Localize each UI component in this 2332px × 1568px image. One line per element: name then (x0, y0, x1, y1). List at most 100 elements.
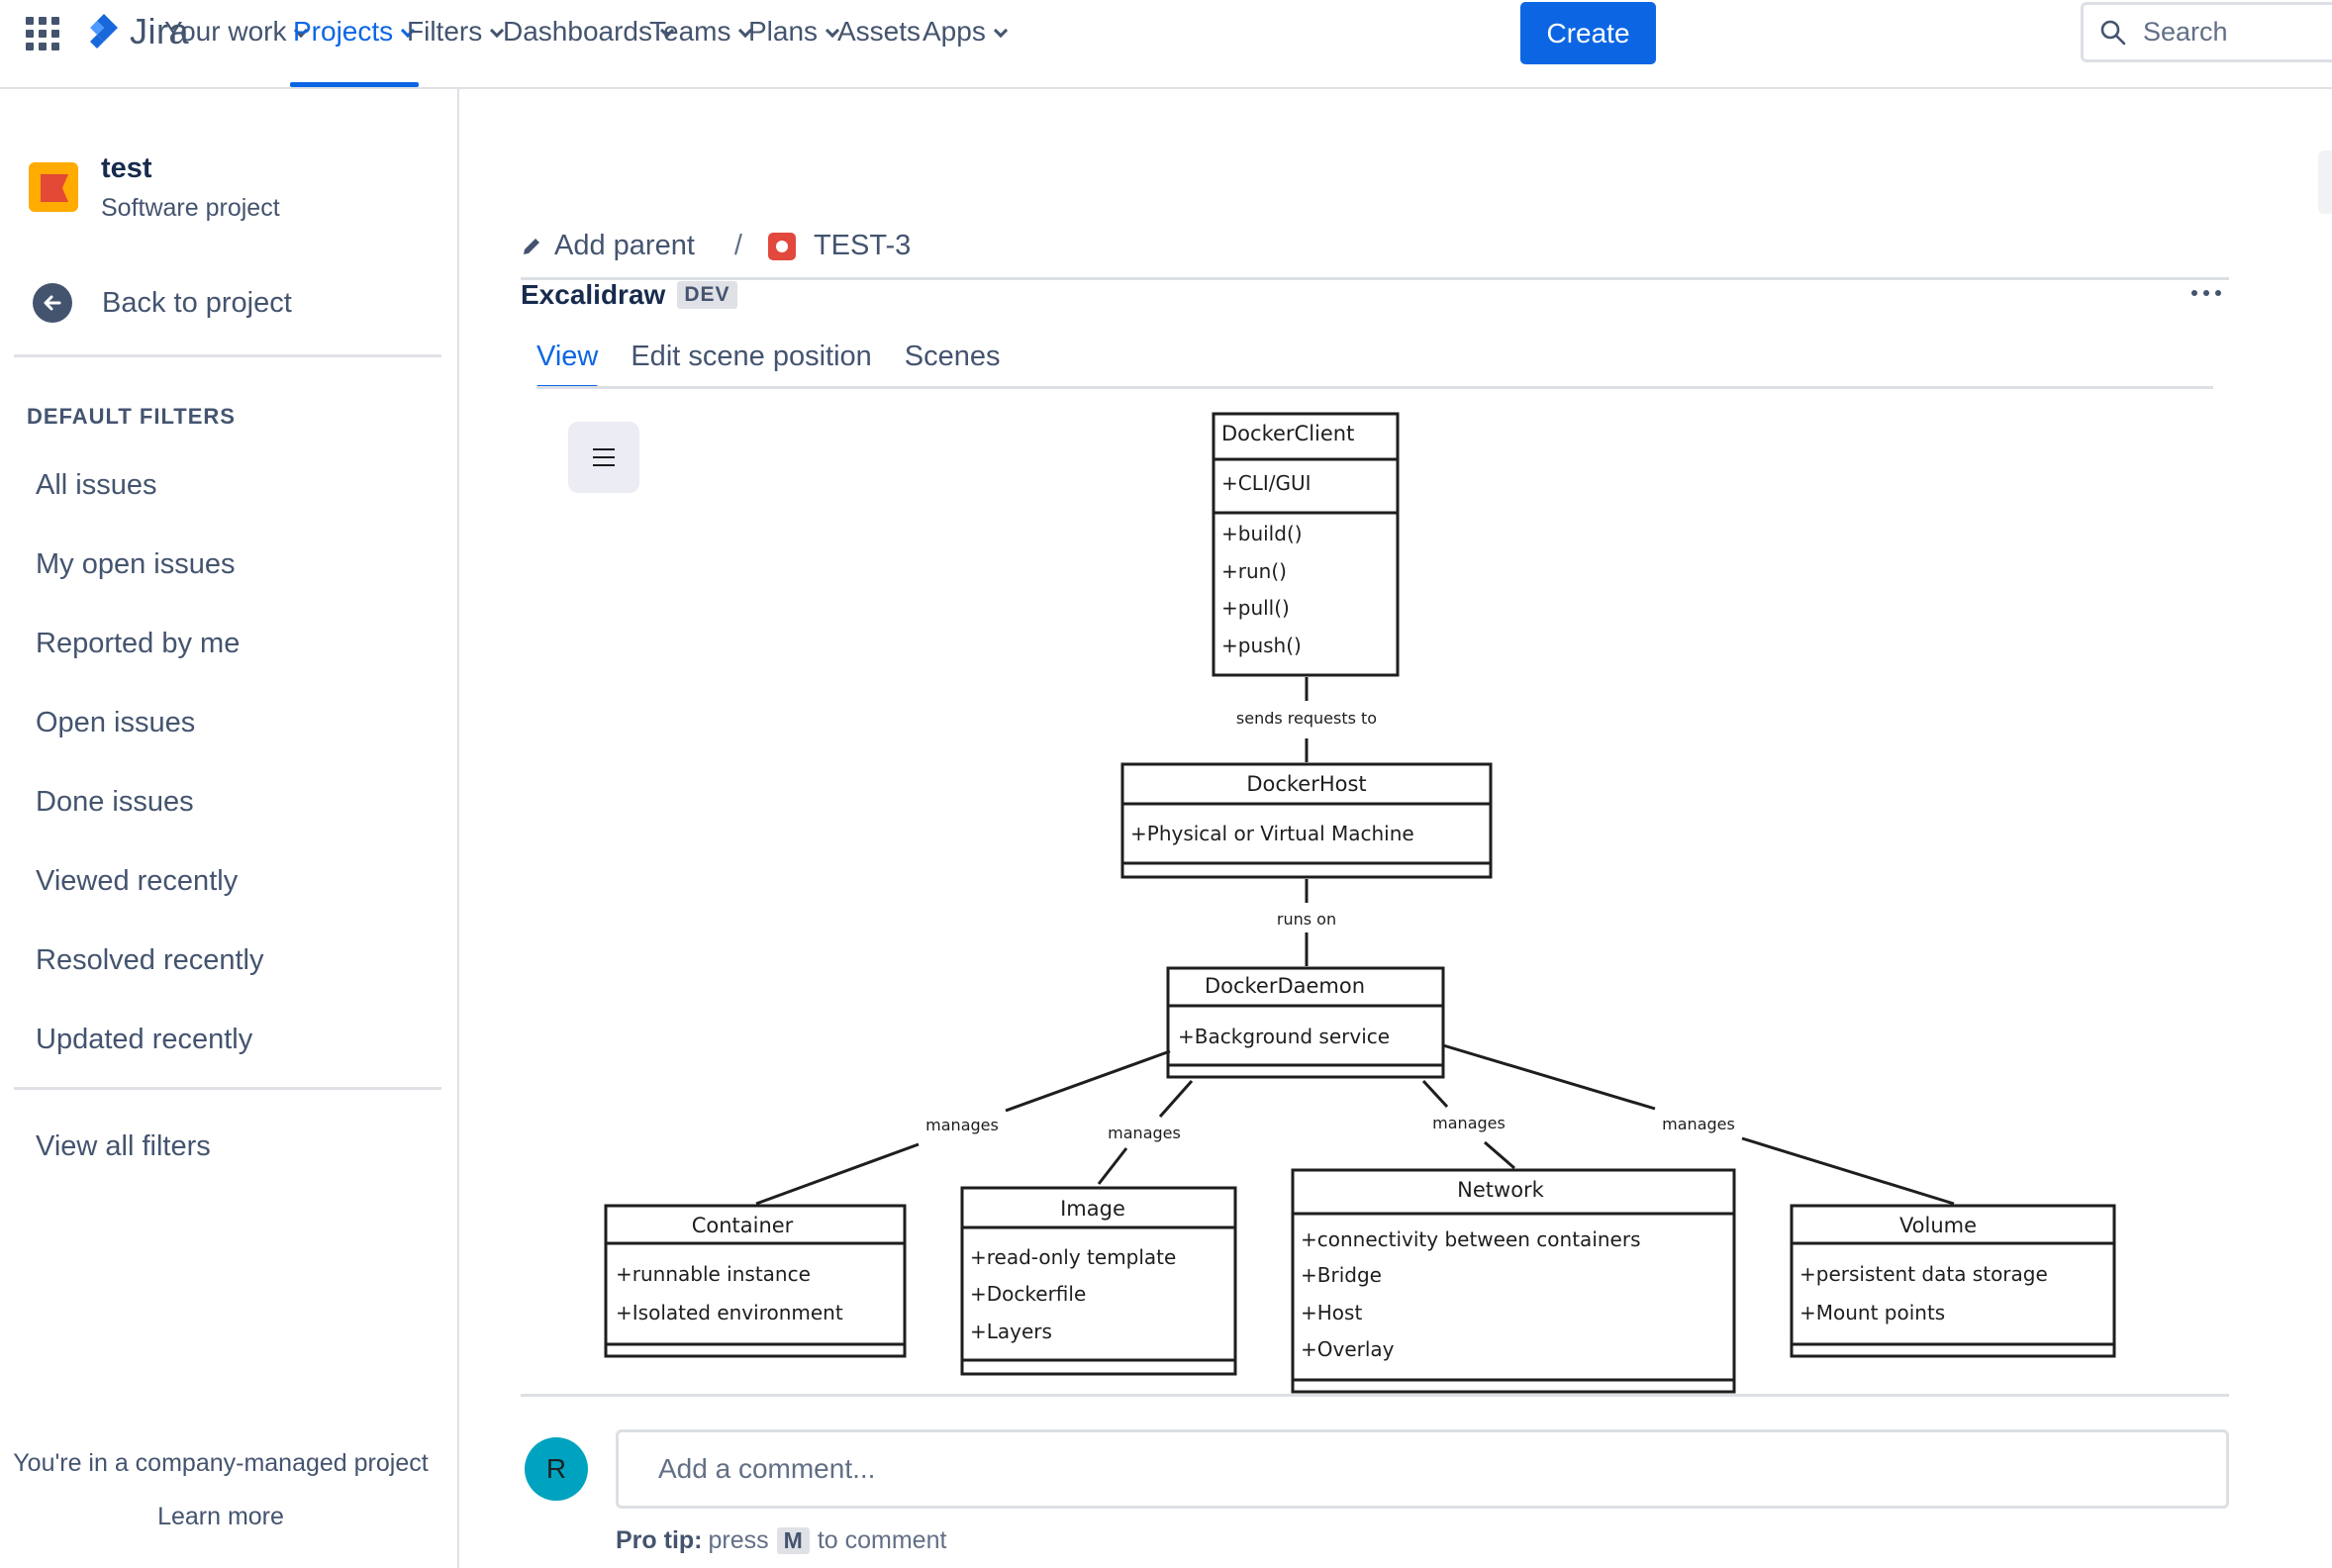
jira-logo[interactable]: Jira (84, 11, 190, 51)
image-box (960, 1186, 1237, 1376)
volume-attr: +persistent data storage (1799, 1262, 2048, 1286)
pencil-icon (524, 238, 539, 254)
breadcrumb: Add parent / TEST-3 (521, 230, 911, 262)
panel-title-text: Excalidraw (521, 279, 666, 310)
container-title: Container (692, 1214, 794, 1237)
filter-all-issues[interactable]: All issues (36, 469, 157, 501)
tab-edit-scene-position[interactable]: Edit scene position (631, 341, 872, 372)
panel-tabs: View Edit scene position Scenes (536, 341, 1033, 389)
back-to-project-label: Back to project (102, 286, 292, 319)
panel-divider (521, 277, 2229, 280)
network-attr: +Bridge (1301, 1263, 1382, 1287)
docker-client-method: +run() (1221, 559, 1287, 583)
sidebar-divider (14, 1087, 441, 1090)
filter-open-issues[interactable]: Open issues (36, 707, 196, 738)
docker-client-method: +build() (1221, 522, 1303, 545)
network-attr: +connectivity between containers (1301, 1227, 1641, 1251)
canvas-menu-button[interactable] (568, 422, 639, 493)
nav-label: Apps (923, 16, 986, 47)
panel-title: Excalidraw DEV (521, 279, 737, 311)
nav-label: Projects (293, 16, 394, 47)
volume-attr: +Mount points (1799, 1301, 1945, 1324)
create-button[interactable]: Create (1520, 2, 1656, 64)
network-title: Network (1457, 1178, 1545, 1202)
brand-name: Jira (130, 11, 190, 51)
volume-title: Volume (1899, 1214, 1977, 1237)
project-type: Software project (101, 194, 280, 222)
docker-host-attr: +Physical or Virtual Machine (1130, 822, 1414, 845)
back-to-project-link[interactable]: Back to project (33, 283, 292, 323)
pro-tip: Pro tip: press M to comment (616, 1526, 946, 1555)
filter-done-issues[interactable]: Done issues (36, 786, 194, 818)
filter-resolved-recently[interactable]: Resolved recently (36, 944, 264, 976)
filter-viewed-recently[interactable]: Viewed recently (36, 865, 239, 897)
learn-more-link[interactable]: Learn more (157, 1503, 284, 1530)
nav-your-work[interactable]: Your work (164, 0, 309, 87)
relation-label: manages (925, 1116, 999, 1134)
filter-reported-by-me[interactable]: Reported by me (36, 628, 241, 659)
docker-host-box (1120, 762, 1493, 879)
relation-label: manages (1662, 1115, 1735, 1133)
docker-client-attr: +CLI/GUI (1221, 471, 1312, 495)
docker-daemon-attr: +Background service (1178, 1025, 1390, 1048)
relation-label: sends requests to (1236, 709, 1377, 728)
nav-label: Filters (407, 16, 483, 47)
docker-client-title: DockerClient (1221, 422, 1354, 445)
search-placeholder: Search (2143, 17, 2228, 47)
nav-teams[interactable]: Teams (649, 0, 753, 87)
docker-daemon-title: DockerDaemon (1205, 974, 1365, 998)
nav-projects[interactable]: Projects (290, 0, 420, 87)
relation-label: manages (1108, 1124, 1181, 1142)
docker-daemon-box (1166, 966, 1445, 1079)
tabs-divider (536, 386, 2213, 389)
image-title: Image (1060, 1197, 1125, 1221)
chevron-down-icon (993, 23, 1008, 39)
nav-plans[interactable]: Plans (748, 0, 840, 87)
filter-my-open-issues[interactable]: My open issues (36, 548, 236, 580)
project-name[interactable]: test (101, 152, 152, 184)
filter-updated-recently[interactable]: Updated recently (36, 1024, 253, 1055)
add-parent-link[interactable]: Add parent (554, 230, 695, 261)
project-avatar[interactable] (29, 162, 78, 212)
flag-icon (41, 174, 68, 202)
container-attr: +runnable instance (616, 1262, 811, 1286)
sidebar: test Software project Back to project DE… (0, 89, 459, 1568)
avatar[interactable]: R (525, 1437, 588, 1501)
arrow-left-icon (33, 283, 72, 323)
bug-icon (767, 232, 796, 260)
docker-client-method: +push() (1221, 634, 1302, 657)
nav-label: Dashboards (503, 16, 652, 47)
relation-label: manages (1432, 1114, 1506, 1132)
nav-label: Teams (649, 16, 731, 47)
nav-apps[interactable]: Apps (923, 0, 1008, 87)
top-navigation: Jira Your work Projects Filters Dashboar… (0, 0, 2332, 89)
hamburger-icon (593, 448, 615, 450)
container-attr: +Isolated environment (616, 1301, 843, 1324)
nav-dashboards[interactable]: Dashboards (503, 0, 675, 87)
breadcrumb-separator: / (733, 230, 742, 261)
docker-client-method: +pull() (1221, 596, 1290, 620)
search-icon (2100, 20, 2126, 45)
network-box (1291, 1168, 1736, 1394)
dev-badge: DEV (677, 281, 737, 309)
more-options-icon[interactable] (2191, 281, 2221, 305)
image-attr: +read-only template (970, 1245, 1176, 1269)
docker-client-box (1212, 412, 1400, 677)
app-switcher-icon[interactable] (26, 17, 59, 50)
image-attr: +Layers (970, 1320, 1052, 1343)
tab-scenes[interactable]: Scenes (904, 341, 1001, 372)
company-managed-notice: You're in a company-managed project (13, 1449, 429, 1477)
docker-host-title: DockerHost (1246, 772, 1366, 796)
tab-view[interactable]: View (536, 341, 599, 389)
view-all-filters-link[interactable]: View all filters (36, 1130, 211, 1162)
nav-assets[interactable]: Assets (837, 0, 921, 87)
nav-filters[interactable]: Filters (407, 0, 505, 87)
issue-key-link[interactable]: TEST-3 (813, 230, 912, 261)
nav-label: Your work (164, 16, 287, 47)
search-input[interactable]: Search (2081, 2, 2332, 62)
pro-tip-press: press (708, 1526, 769, 1554)
relation-label: runs on (1277, 910, 1336, 929)
network-attr: +Overlay (1301, 1337, 1395, 1361)
scrollbar-handle[interactable] (2318, 150, 2332, 214)
comment-input[interactable] (616, 1429, 2229, 1509)
